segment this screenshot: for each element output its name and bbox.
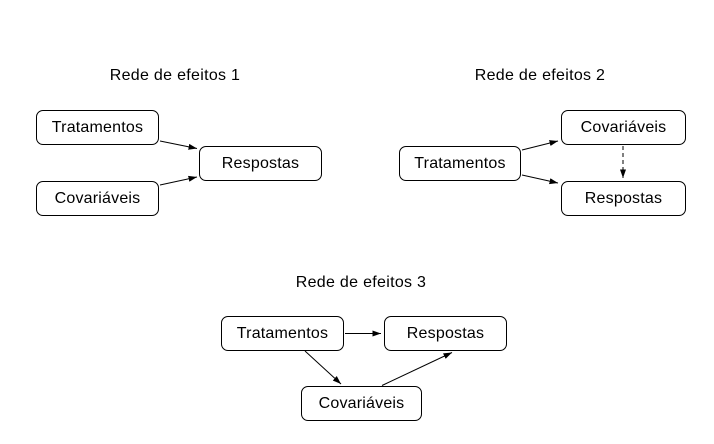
d1-node-tratamentos: Tratamentos — [36, 110, 159, 145]
d3-node-tratamentos: Tratamentos — [221, 316, 344, 351]
d3-node-tratamentos-label: Tratamentos — [236, 324, 329, 342]
edge-d1-covariaveis-respostas — [159, 175, 198, 186]
d2-node-covariaveis-label: Covariáveis — [580, 118, 667, 136]
d3-node-respostas-label: Respostas — [406, 324, 485, 342]
edge-d2-tratamentos-covariaveis — [521, 140, 559, 151]
diagram2-title: Rede de efeitos 2 — [474, 67, 606, 84]
diagram1-title: Rede de efeitos 1 — [109, 67, 241, 84]
d2-node-respostas-label: Respostas — [584, 189, 663, 207]
d1-node-respostas: Respostas — [199, 146, 322, 181]
d3-node-covariaveis-label: Covariáveis — [318, 394, 405, 412]
edge-d1-tratamentos-respostas — [159, 140, 198, 150]
edge-d3-tratamentos-covariaveis — [304, 350, 342, 385]
d1-node-tratamentos-label: Tratamentos — [51, 118, 144, 136]
d2-node-covariaveis: Covariáveis — [561, 110, 686, 145]
d2-node-tratamentos-label: Tratamentos — [414, 154, 506, 172]
d3-node-respostas: Respostas — [384, 316, 507, 351]
edge-d3-covariaveis-respostas — [381, 352, 453, 386]
d3-node-covariaveis: Covariáveis — [301, 386, 422, 421]
d2-node-tratamentos: Tratamentos — [399, 146, 521, 181]
d1-node-covariaveis: Covariáveis — [36, 181, 159, 216]
diagram3-title: Rede de efeitos 3 — [295, 274, 427, 291]
d1-node-respostas-label: Respostas — [221, 154, 300, 172]
d2-node-respostas: Respostas — [561, 181, 686, 216]
d1-node-covariaveis-label: Covariáveis — [54, 189, 141, 207]
edge-d2-tratamentos-respostas — [521, 174, 559, 185]
